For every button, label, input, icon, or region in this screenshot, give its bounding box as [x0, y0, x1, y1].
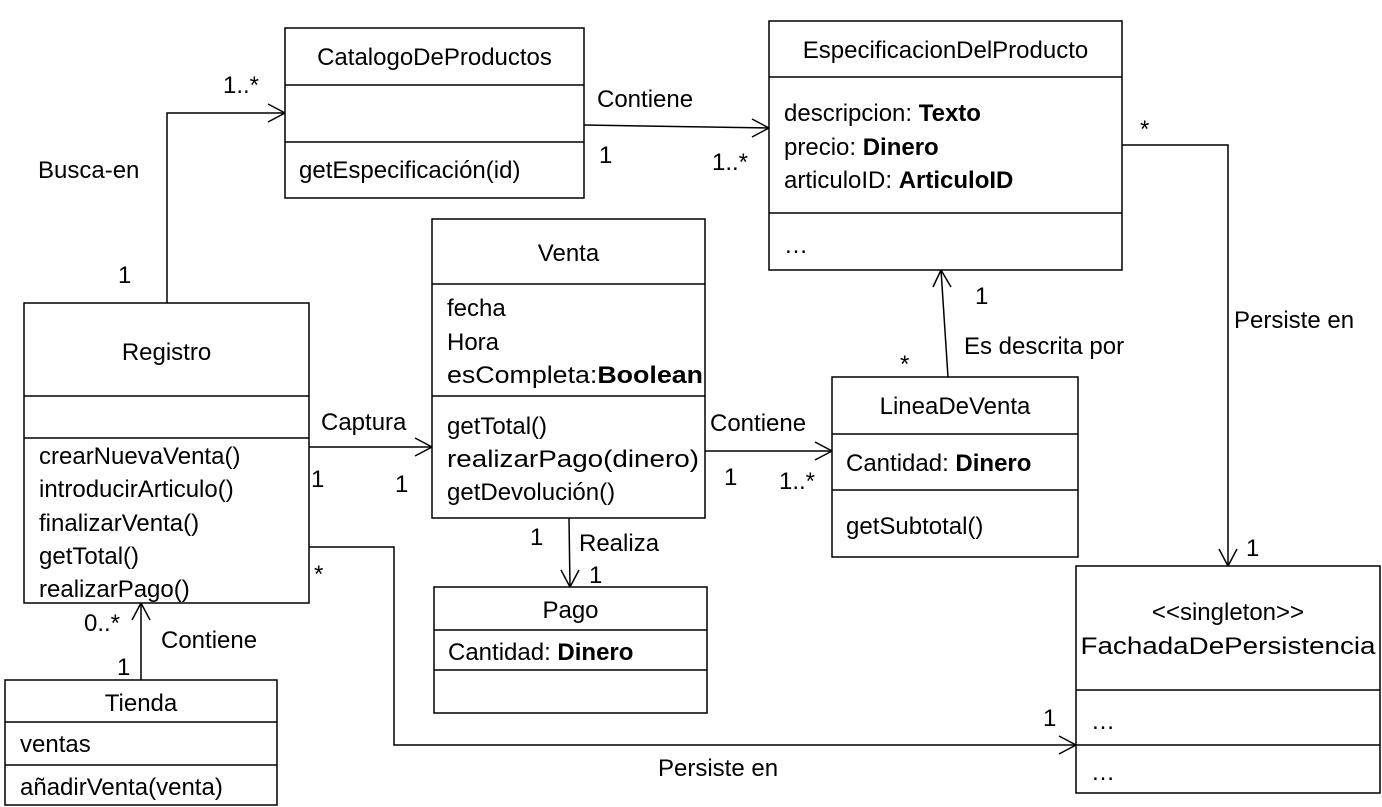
- multiplicity-source: 1: [118, 262, 131, 289]
- class-attribute: Cantidad: Dinero: [846, 450, 1031, 477]
- class-method: getSubtotal(): [846, 513, 983, 540]
- multiplicity-source: 1: [117, 654, 130, 681]
- association-label: Captura: [321, 409, 407, 436]
- class-registro[interactable]: Registro crearNuevaVenta() introducirArt…: [23, 302, 310, 604]
- class-attribute: descripcion: Texto: [784, 100, 981, 127]
- association-captura: Captura 1 1: [309, 409, 434, 498]
- association-persiste-especificacion: Persiste en * 1: [1122, 116, 1354, 568]
- class-name: EspecificacionDelProducto: [803, 37, 1088, 64]
- class-attribute: fecha: [447, 295, 506, 322]
- multiplicity-source: 1: [530, 524, 543, 551]
- class-name: CatalogoDeProductos: [317, 44, 552, 71]
- multiplicity-target: 1..*: [779, 468, 815, 495]
- class-attribute: ventas: [20, 731, 91, 758]
- class-name: Registro: [122, 339, 211, 366]
- edge-line: [583, 124, 770, 129]
- class-venta[interactable]: Venta fecha Hora esCompleta:Boolean getT…: [431, 218, 706, 519]
- class-box: [433, 586, 708, 714]
- association-label: Busca-en: [38, 157, 139, 184]
- class-attribute: …: [1091, 708, 1115, 735]
- class-method: getEspecificación(id): [299, 157, 520, 184]
- multiplicity-source: *: [1140, 116, 1149, 143]
- class-box: [831, 376, 1079, 558]
- multiplicity-source: 1: [599, 142, 612, 169]
- association-label: Es descrita por: [964, 333, 1124, 360]
- class-box: [1075, 565, 1381, 794]
- multiplicity-source: 1: [724, 464, 737, 491]
- class-pago[interactable]: Pago Cantidad: Dinero: [433, 586, 708, 714]
- class-method: crearNuevaVenta(): [39, 443, 240, 470]
- class-box: [284, 27, 585, 199]
- multiplicity-target: 1: [975, 283, 988, 310]
- edge-line: [166, 112, 285, 303]
- class-name: LineaDeVenta: [880, 393, 1031, 420]
- class-stereotype: <<singleton>>: [1152, 599, 1304, 626]
- multiplicity-source: *: [900, 351, 909, 378]
- edge-line: [940, 269, 949, 378]
- class-box: [4, 679, 278, 806]
- class-method: realizarPago(dinero): [447, 446, 699, 473]
- association-label: Persiste en: [1234, 307, 1354, 334]
- multiplicity-target: 1: [589, 562, 602, 589]
- association-busca-en: Busca-en 1 1..*: [38, 72, 287, 303]
- association-es-descrita-por: Es descrita por * 1: [900, 268, 1124, 378]
- multiplicity-target: 1: [1043, 705, 1056, 732]
- class-attribute: precio: Dinero: [784, 134, 939, 161]
- class-attribute: Cantidad: Dinero: [448, 639, 633, 666]
- multiplicity-target: 1..*: [712, 149, 748, 176]
- class-attribute: esCompleta:Boolean: [447, 362, 703, 389]
- class-catalogo-de-productos[interactable]: CatalogoDeProductos getEspecificación(id…: [284, 27, 585, 199]
- class-box: [768, 20, 1123, 271]
- class-name: Tienda: [105, 690, 178, 717]
- class-method: realizarPago(): [39, 576, 190, 603]
- association-contiene-tienda: Contiene 1 0..*: [84, 601, 257, 681]
- associations: Busca-en 1 1..* Contiene 1 1..* Persiste…: [38, 72, 1354, 782]
- class-method: getTotal(): [447, 413, 547, 440]
- class-method: …: [1091, 759, 1115, 786]
- class-method: getTotal(): [39, 543, 139, 570]
- class-name: Venta: [538, 240, 600, 267]
- association-label: Persiste en: [658, 755, 778, 782]
- association-contiene-venta: Contiene 1 1..*: [705, 410, 834, 495]
- class-box: [23, 302, 310, 604]
- class-box: [431, 218, 706, 519]
- association-label: Contiene: [710, 410, 806, 437]
- class-method: getDevolución(): [447, 479, 615, 506]
- class-fachada-de-persistencia[interactable]: <<singleton>> FachadaDePersistencia … …: [1075, 565, 1381, 794]
- class-method: introducirArticulo(): [39, 476, 234, 503]
- class-name: Pago: [542, 597, 598, 624]
- class-method: añadirVenta(venta): [20, 774, 223, 801]
- edge-line: [309, 546, 1076, 746]
- multiplicity-target: 1: [395, 471, 408, 498]
- multiplicity-target: 0..*: [84, 610, 120, 637]
- class-name: FachadaDePersistencia: [1081, 633, 1377, 660]
- class-attribute: Hora: [447, 329, 500, 356]
- multiplicity-source: *: [314, 561, 323, 588]
- association-persiste-registro: Persiste en * 1: [309, 546, 1078, 782]
- multiplicity-source: 1: [311, 466, 324, 493]
- class-especificacion-del-producto[interactable]: EspecificacionDelProducto descripcion: T…: [768, 20, 1123, 271]
- multiplicity-target: 1: [1246, 535, 1259, 562]
- association-realiza: Realiza 1 1: [530, 517, 660, 589]
- class-linea-de-venta[interactable]: LineaDeVenta Cantidad: Dinero getSubtota…: [831, 376, 1079, 558]
- edge-line: [568, 517, 571, 588]
- association-label: Realiza: [579, 530, 660, 557]
- association-contiene-catalogo: Contiene 1 1..*: [583, 86, 771, 176]
- class-attribute: articuloID: ArticuloID: [784, 167, 1013, 194]
- class-method: finalizarVenta(): [39, 510, 199, 537]
- class-method: …: [784, 232, 808, 259]
- association-label: Contiene: [597, 86, 693, 113]
- multiplicity-target: 1..*: [223, 72, 259, 99]
- edge-line: [1122, 144, 1229, 566]
- association-label: Contiene: [161, 627, 257, 654]
- class-tienda[interactable]: Tienda ventas añadirVenta(venta): [4, 679, 278, 806]
